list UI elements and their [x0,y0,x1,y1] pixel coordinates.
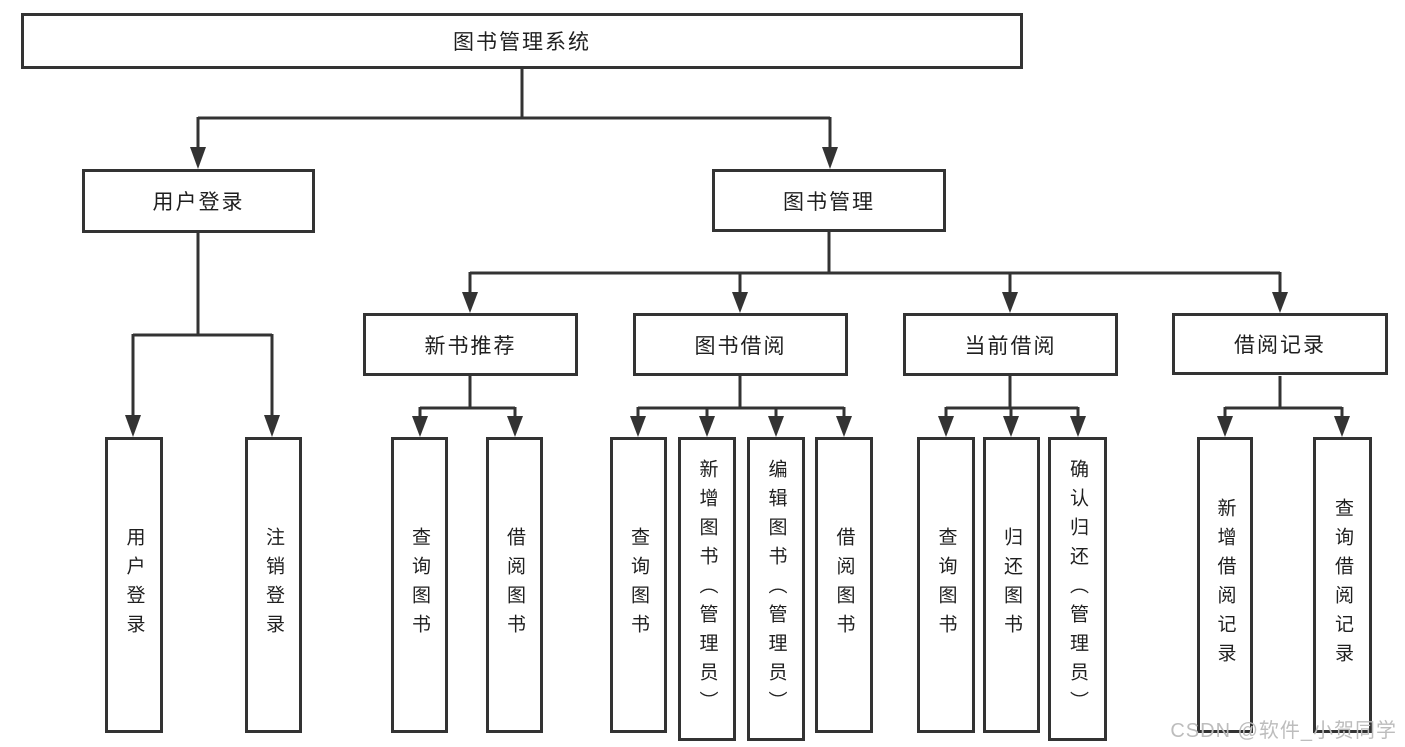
connector-recommend-to-leaves [418,376,517,418]
leaf-query-books-current-label: 查询图书 [935,527,957,643]
arrowheads-userlogin-leaves [125,415,280,437]
node-borrowing-records-label: 借阅记录 [1234,334,1326,357]
leaf-add-book-admin: 新增图书（管理员） [678,437,736,741]
node-current-borrowing: 当前借阅 [903,313,1118,376]
node-library-system-label: 图书管理系统 [453,31,591,54]
leaf-add-borrow-record: 新增借阅记录 [1197,437,1253,733]
connector-borrowing-to-leaves [636,376,846,418]
leaf-confirm-return-admin: 确认归还（管理员） [1048,437,1107,741]
csdn-watermark: CSDN @软件_小贺同学 [1170,720,1397,742]
arrowheads-level2 [190,147,838,169]
leaf-borrow-books-recommend-label: 借阅图书 [504,527,525,643]
leaf-query-books-current: 查询图书 [917,437,975,733]
arrowheads-leaves [412,416,1350,437]
node-book-management-label: 图书管理 [783,190,875,214]
leaf-return-book: 归还图书 [983,437,1040,733]
connector-userlogin-to-leaves [131,233,274,416]
leaf-borrow-books-borrowing-label: 借阅图书 [833,527,855,643]
leaf-confirm-return-admin-label: 确认归还（管理员） [1067,458,1088,720]
node-new-book-recommend-label: 新书推荐 [424,334,517,358]
node-current-borrowing-label: 当前借阅 [964,334,1057,358]
leaf-query-borrow-record: 查询借阅记录 [1313,437,1372,733]
leaf-user-login-label: 用户登录 [123,527,145,643]
leaf-query-books-borrowing-label: 查询图书 [628,527,649,643]
arrowheads-level3 [462,292,1288,313]
leaf-query-books-borrowing: 查询图书 [610,437,667,733]
leaf-query-borrow-record-label: 查询借阅记录 [1332,498,1353,672]
leaf-edit-book-admin-label: 编辑图书（管理员） [765,458,787,720]
leaf-edit-book-admin: 编辑图书（管理员） [747,437,805,741]
node-new-book-recommend: 新书推荐 [363,313,578,376]
leaf-add-book-admin-label: 新增图书（管理员） [696,458,718,720]
connector-records-to-leaves [1223,376,1344,418]
node-book-borrowing-label: 图书借阅 [694,334,787,358]
leaf-user-login: 用户登录 [105,437,163,733]
leaf-borrow-books-recommend: 借阅图书 [486,437,543,733]
node-library-system: 图书管理系统 [21,13,1023,69]
leaf-logout: 注销登录 [245,437,302,733]
connector-current-to-leaves [944,376,1080,418]
leaf-add-borrow-record-label: 新增借阅记录 [1214,498,1236,672]
connector-root-to-level2 [196,69,832,148]
leaf-query-books-recommend: 查询图书 [391,437,448,733]
leaf-query-books-recommend-label: 查询图书 [409,527,430,643]
node-user-login: 用户登录 [82,169,315,233]
leaf-borrow-books-borrowing: 借阅图书 [815,437,873,733]
node-user-login-label: 用户登录 [152,191,245,214]
node-book-management: 图书管理 [712,169,946,232]
node-book-borrowing: 图书借阅 [633,313,848,376]
connector-bookmgmt-to-level3 [468,232,1282,293]
leaf-return-book-label: 归还图书 [1001,527,1022,643]
node-borrowing-records: 借阅记录 [1172,313,1388,375]
leaf-logout-label: 注销登录 [263,527,284,643]
